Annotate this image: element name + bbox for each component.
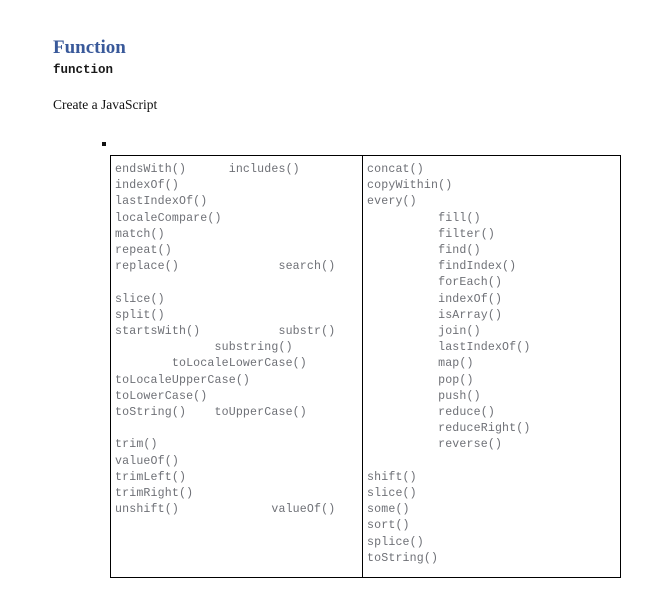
method-line: reduce() xyxy=(367,406,495,420)
methods-table: endsWith() includes() indexOf() lastIndexO… xyxy=(110,155,621,578)
method-line: lastIndexOf() xyxy=(115,195,208,209)
method-line: findIndex() xyxy=(367,260,517,274)
method-line: indexOf() xyxy=(115,179,179,193)
method-line: filter() xyxy=(367,227,495,241)
method-line: reverse() xyxy=(367,438,503,452)
method-line: indexOf() xyxy=(367,292,503,306)
method-line: every() xyxy=(367,195,417,209)
method-line: repeat() xyxy=(115,244,172,258)
method-line: substring() xyxy=(115,341,293,355)
method-line: unshift() valueOf() xyxy=(115,503,336,517)
method-line: trimLeft() xyxy=(115,470,187,484)
method-line: isArray() xyxy=(367,308,503,322)
method-line: reduceRight() xyxy=(367,422,531,436)
method-line: replace() search() xyxy=(115,260,336,274)
method-line: copyWithin() xyxy=(367,179,453,193)
method-line: endsWith() includes() xyxy=(115,163,300,176)
method-line: some() xyxy=(367,503,410,517)
method-line: trimRight() xyxy=(115,487,194,501)
method-line: trim() xyxy=(115,438,158,452)
method-line: shift() xyxy=(367,470,417,484)
method-line: lastIndexOf() xyxy=(367,341,531,355)
method-line: forEach() xyxy=(367,276,503,290)
method-line: fill() xyxy=(367,211,481,225)
method-line: localeCompare() xyxy=(115,211,222,225)
method-line: toLowerCase() xyxy=(115,389,208,403)
spacer-line xyxy=(367,454,616,470)
intro-paragraph: Create a JavaScript xyxy=(53,97,158,112)
method-line: join() xyxy=(367,325,481,339)
string-methods-column: endsWith() includes() indexOf() lastIndexO… xyxy=(111,156,364,577)
method-line: sort() xyxy=(367,519,410,533)
array-methods-column: concat() copyWithin() every() fill() filte… xyxy=(363,156,620,577)
method-line: find() xyxy=(367,244,481,258)
method-line: match() xyxy=(115,227,165,241)
method-line: valueOf() xyxy=(115,454,179,468)
method-line: slice() xyxy=(367,487,417,501)
method-line: splice() xyxy=(367,535,424,549)
method-line: push() xyxy=(367,389,481,403)
spacer-line xyxy=(115,275,358,291)
method-line: split() xyxy=(115,308,165,322)
method-line: pop() xyxy=(367,373,474,387)
spacer-line xyxy=(115,421,358,437)
page-title: Function xyxy=(53,36,126,58)
method-line: startsWith() substr() xyxy=(115,325,336,339)
method-line: concat() xyxy=(367,163,424,176)
method-line: toString() toUpperCase() xyxy=(115,406,307,420)
keyword-code: function xyxy=(53,63,114,77)
method-line: toLocaleLowerCase() xyxy=(115,357,307,371)
method-line: slice() xyxy=(115,292,165,306)
square-bullet-icon xyxy=(102,142,106,146)
method-line: toLocaleUpperCase() xyxy=(115,373,251,387)
method-line: toString() xyxy=(367,551,439,565)
method-line: map() xyxy=(367,357,474,371)
